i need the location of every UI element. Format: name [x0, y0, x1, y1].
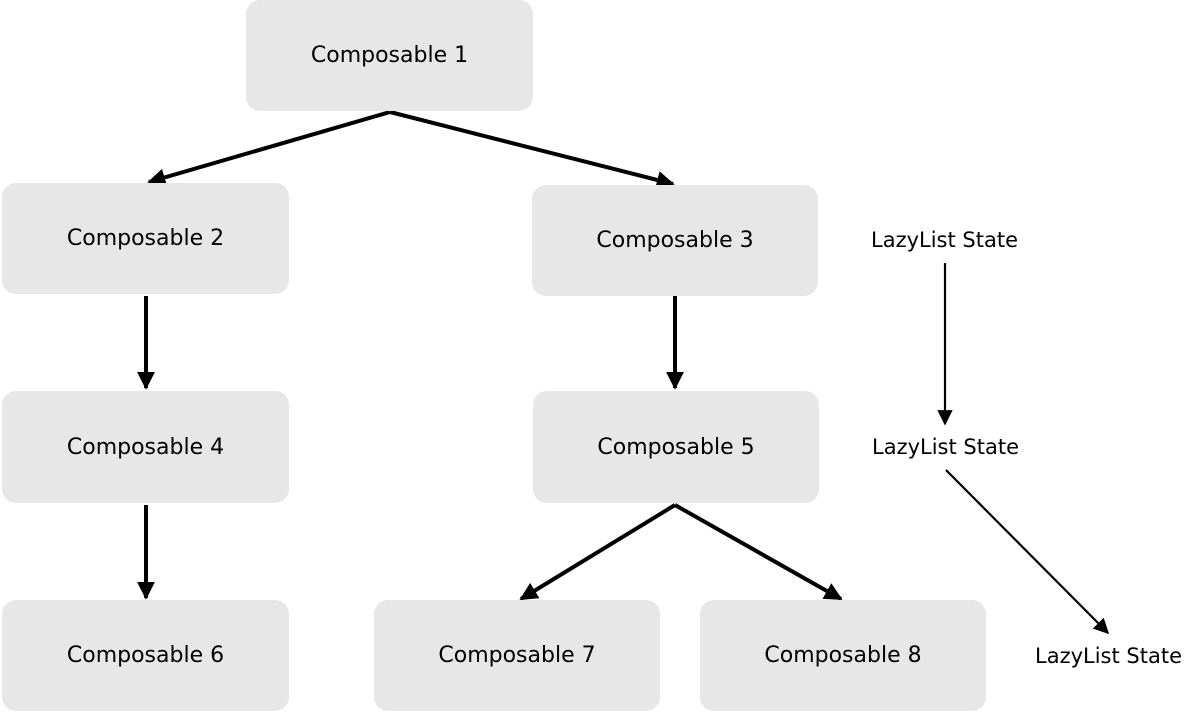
composable-8-node: Composable 8: [700, 600, 986, 711]
lazylist-state-label-3: LazyList State: [1035, 644, 1182, 668]
edge-state2-state3: [945, 469, 1110, 635]
composable-5-node: Composable 5: [533, 391, 819, 503]
composable-3-node: Composable 3: [532, 185, 818, 296]
composable-7-node: Composable 7: [374, 600, 660, 711]
edge-c1-c2: [147, 110, 391, 187]
edge-c5-c8: [674, 503, 843, 601]
composable-2-node: Composable 2: [2, 183, 289, 294]
lazylist-state-label-2: LazyList State: [872, 435, 1019, 459]
edge-c5-c7: [519, 503, 677, 601]
edge-c1-c3: [389, 110, 675, 189]
lazylist-state-label-1: LazyList State: [871, 228, 1018, 252]
composable-4-node: Composable 4: [2, 391, 289, 503]
composable-6-node: Composable 6: [2, 600, 289, 711]
composable-1-node: Composable 1: [246, 0, 533, 111]
